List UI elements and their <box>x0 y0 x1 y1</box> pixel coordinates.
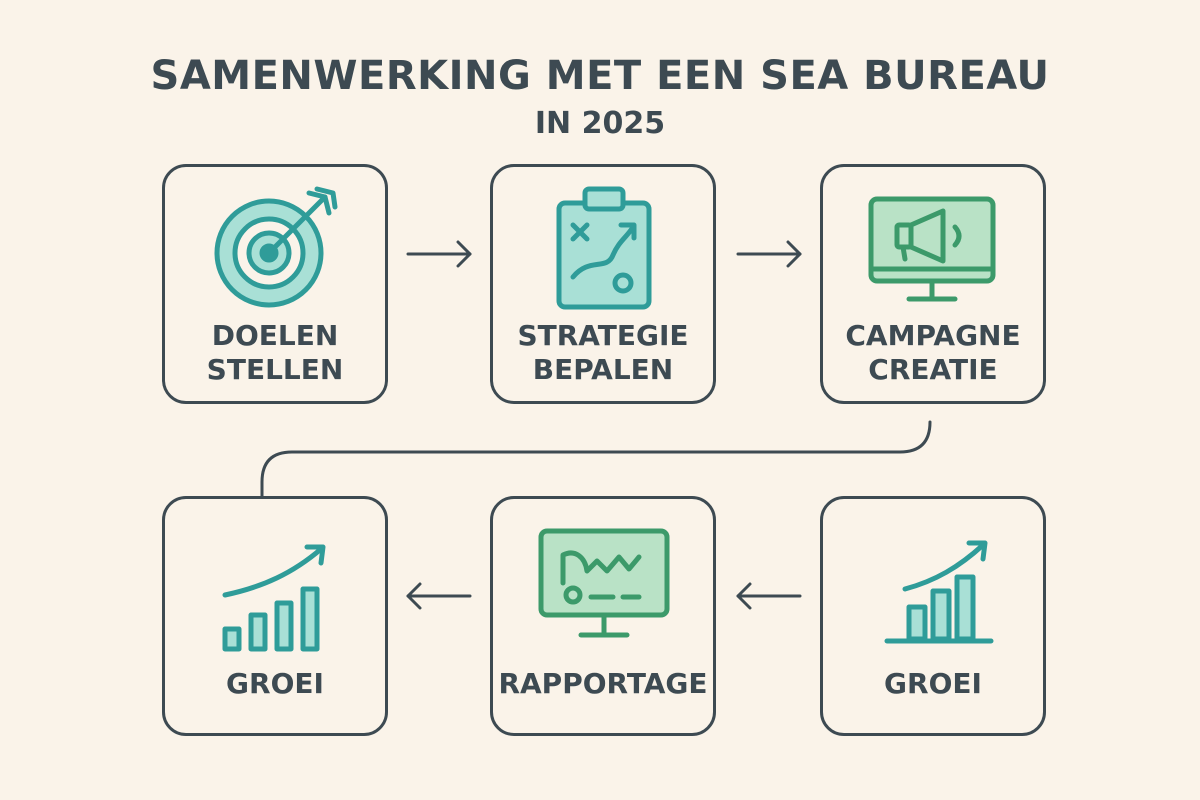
step-card-campagne-creatie: CAMPAGNE CREATIE <box>820 164 1046 404</box>
step-card-groei-right: GROEI <box>820 496 1046 736</box>
page-title: SAMENWERKING MET EEN SEA BUREAU <box>150 53 1050 99</box>
step-card-strategie-bepalen: STRATEGIE BEPALEN <box>490 164 716 404</box>
growth-chart-icon <box>222 544 326 652</box>
step-label: RAPPORTAGE <box>498 667 708 700</box>
page-subtitle: IN 2025 <box>534 106 666 141</box>
step-label: GROEI <box>884 667 982 700</box>
step-label: STRATEGIE BEPALEN <box>517 319 689 386</box>
step-label: GROEI <box>226 667 324 700</box>
arrow-left-icon-1 <box>736 582 802 610</box>
target-icon <box>214 186 338 308</box>
arrow-left-icon-2 <box>406 582 472 610</box>
step-label: CAMPAGNE CREATIE <box>845 319 1021 386</box>
growth-chart-icon <box>884 540 994 644</box>
wrap-connector-line <box>260 420 932 500</box>
monitor-megaphone-icon <box>868 196 996 302</box>
step-label: DOELEN STELLEN <box>206 319 344 386</box>
step-card-doelen-stellen: DOELEN STELLEN <box>162 164 388 404</box>
monitor-report-icon <box>538 528 670 638</box>
step-card-rapportage: RAPPORTAGE <box>490 496 716 736</box>
step-card-groei-left: GROEI <box>162 496 388 736</box>
arrow-right-icon-1 <box>406 240 472 268</box>
clipboard-strategy-icon <box>556 186 652 310</box>
arrow-right-icon-2 <box>736 240 802 268</box>
